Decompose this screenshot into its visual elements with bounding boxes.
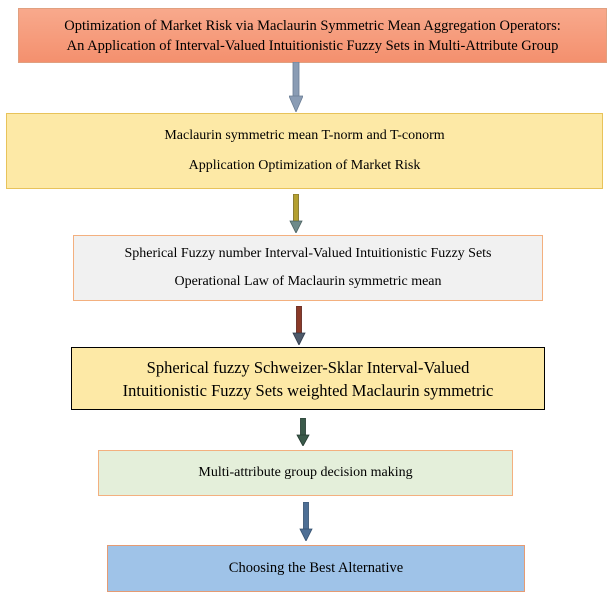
weighted-msm-line-2: Intuitionistic Fuzzy Sets weighted Macla…: [122, 380, 494, 400]
msm-tnorm-line-1: Maclaurin symmetric mean T-norm and T-co…: [164, 128, 445, 143]
down-arrow-icon: [289, 62, 303, 112]
best-alternative-box: Choosing the Best Alternative: [107, 545, 525, 592]
msm-tnorm-box: Maclaurin symmetric mean T-norm and T-co…: [6, 113, 603, 189]
weighted-msm-box: Spherical fuzzy Schweizer-Sklar Interval…: [71, 347, 545, 410]
down-arrow-icon: [299, 502, 313, 541]
msm-tnorm-line-2: Application Optimization of Market Risk: [188, 158, 421, 173]
operational-law-box: Spherical Fuzzy number Interval-Valued I…: [73, 235, 543, 301]
down-arrow-icon: [289, 194, 303, 233]
title-line-1: Optimization of Market Risk via Maclauri…: [64, 17, 561, 34]
title-box: Optimization of Market Risk via Maclauri…: [18, 8, 607, 63]
weighted-msm-line-1: Spherical fuzzy Schweizer-Sklar Interval…: [146, 357, 470, 377]
down-arrow-icon: [292, 306, 306, 345]
operational-law-line-2: Operational Law of Maclaurin symmetric m…: [174, 274, 442, 289]
operational-law-line-1: Spherical Fuzzy number Interval-Valued I…: [124, 246, 492, 261]
mag-decision-box: Multi-attribute group decision making: [98, 450, 513, 496]
down-arrow-icon: [296, 418, 310, 446]
best-alternative-label: Choosing the Best Alternative: [228, 560, 404, 576]
title-line-2: An Application of Interval-Valued Intuit…: [66, 37, 559, 54]
mag-decision-label: Multi-attribute group decision making: [198, 465, 413, 480]
